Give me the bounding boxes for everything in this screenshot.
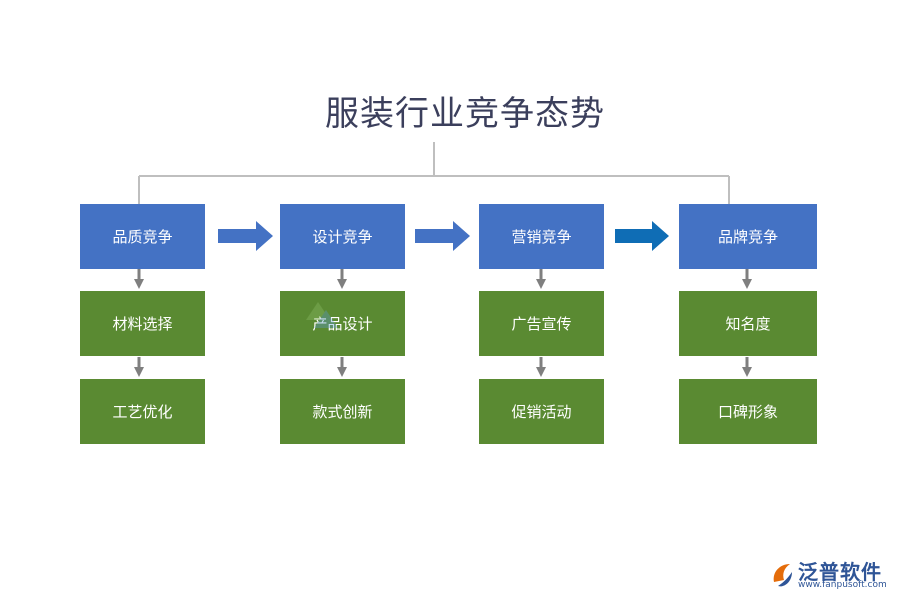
item-box: 促销活动 — [479, 379, 604, 444]
down-arrows — [134, 269, 752, 377]
header-label: 品质竞争 — [112, 228, 173, 246]
right-arrow-icon-3 — [615, 221, 669, 251]
item-box: 知名度 — [679, 291, 817, 356]
header-box-quality: 品质竞争 — [80, 204, 205, 269]
header-box-marketing: 营销竞争 — [479, 204, 604, 269]
diagram-title: 服装行业竞争态势 — [325, 94, 605, 134]
brand-logo: 泛普软件 www.fanpusoft.com — [770, 556, 895, 596]
logo-mark-icon — [773, 564, 792, 587]
item-box: 广告宣传 — [479, 291, 604, 356]
item-label: 工艺优化 — [112, 403, 173, 421]
right-arrow-icon-1 — [218, 221, 273, 251]
item-box: 款式创新 — [280, 379, 405, 444]
header-label: 营销竞争 — [511, 228, 572, 246]
item-label: 口碑形象 — [717, 403, 778, 421]
item-label: 广告宣传 — [511, 315, 572, 333]
item-label: 知名度 — [725, 315, 771, 333]
logo-name: 泛普软件 — [798, 560, 882, 584]
item-box: 产品设计 — [280, 291, 405, 356]
item-label: 材料选择 — [112, 315, 173, 333]
item-box: 工艺优化 — [80, 379, 205, 444]
item-box: 口碑形象 — [679, 379, 817, 444]
item-box: 材料选择 — [80, 291, 205, 356]
header-box-brand: 品牌竞争 — [679, 204, 817, 269]
item-label: 产品设计 — [312, 315, 373, 333]
item-label: 款式创新 — [312, 403, 373, 421]
header-label: 品牌竞争 — [717, 228, 778, 246]
logo-url: www.fanpusoft.com — [798, 580, 887, 590]
right-arrow-icon-2 — [415, 221, 470, 251]
item-label: 促销活动 — [511, 403, 572, 421]
header-label: 设计竞争 — [312, 228, 373, 246]
header-box-design: 设计竞争 — [280, 204, 405, 269]
